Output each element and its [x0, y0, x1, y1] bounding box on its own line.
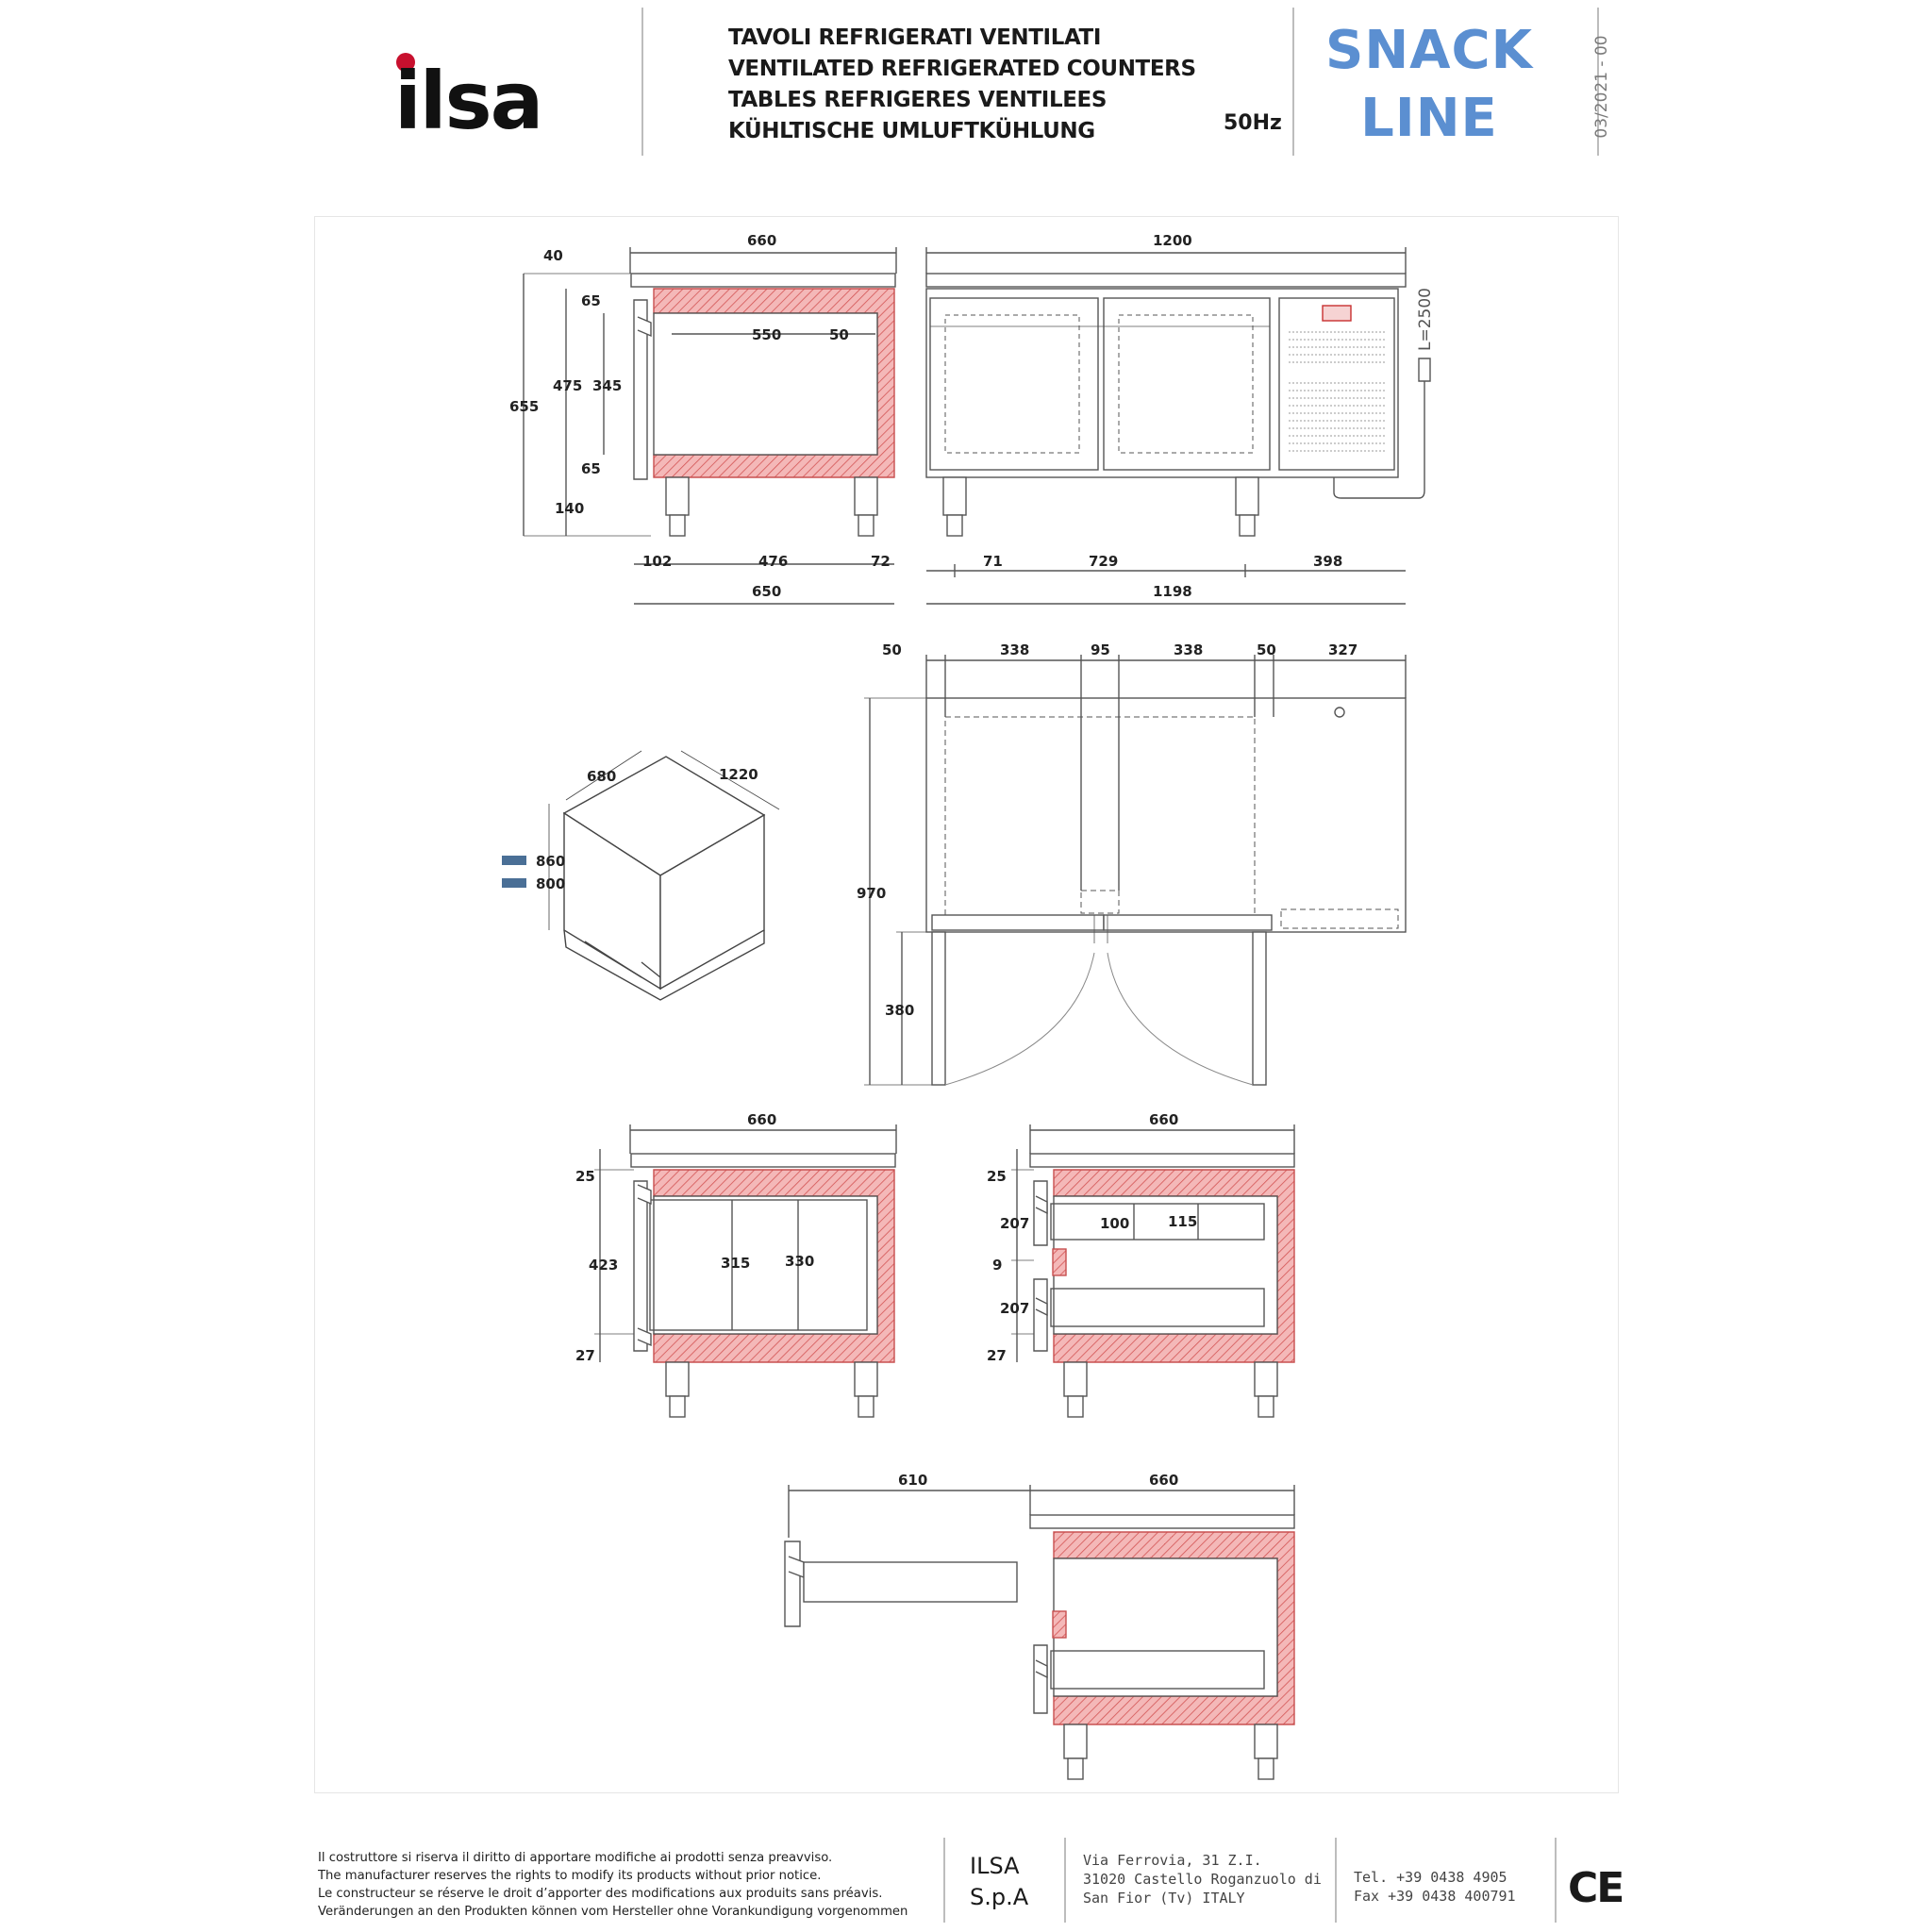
- address-line-1: Via Ferrovia, 31 Z.I.: [1083, 1852, 1262, 1869]
- sec-door-330: 330: [785, 1253, 814, 1270]
- sec-drw-207-bottom: 207: [1000, 1300, 1029, 1317]
- front-view: [925, 247, 1431, 605]
- dim-65-bottom: 65: [581, 460, 601, 477]
- sec-door-25: 25: [575, 1168, 595, 1185]
- dim-475: 475: [553, 377, 582, 394]
- legal-notice: Il costruttore si riserva il diritto di …: [318, 1849, 931, 1921]
- dim-650: 650: [752, 583, 781, 600]
- dim-40: 40: [543, 247, 563, 264]
- door-dim-338-left: 338: [1000, 641, 1029, 658]
- side-view: [523, 247, 897, 605]
- package-view: [548, 750, 780, 1001]
- pkg-height-860: 860: [536, 853, 565, 870]
- sec-drw-25: 25: [987, 1168, 1007, 1185]
- door-dim-95: 95: [1091, 641, 1110, 658]
- sec-drw-27: 27: [987, 1347, 1007, 1364]
- dim-345: 345: [592, 377, 622, 394]
- title-de: KÜHLTISCHE UMLUFTKÜHLUNG: [728, 119, 1095, 143]
- sec-drw-660: 660: [1149, 1111, 1178, 1128]
- legal-de: Veränderungen an den Produkten können vo…: [318, 1905, 908, 1919]
- dim-1200: 1200: [1153, 232, 1192, 249]
- dim-72: 72: [871, 553, 891, 570]
- footer-divider: [943, 1838, 945, 1923]
- pkg-width: 1220: [719, 766, 758, 783]
- dim-729: 729: [1089, 553, 1118, 570]
- legal-en: The manufacturer reserves the rights to …: [318, 1869, 822, 1883]
- dim-1198: 1198: [1153, 583, 1192, 600]
- company-line-1: ILSA: [970, 1853, 1020, 1879]
- address-line-2: 31020 Castello Roganzuolo di: [1083, 1871, 1322, 1888]
- dim-550: 550: [752, 326, 781, 343]
- dim-655: 655: [509, 398, 539, 415]
- pkg-height-swatch-2: [502, 878, 526, 888]
- dim-71: 71: [983, 553, 1003, 570]
- contact-fax: Fax +39 0438 400791: [1354, 1888, 1516, 1905]
- sec-drw-9: 9: [992, 1257, 1002, 1274]
- door-dim-50-left: 50: [882, 641, 902, 658]
- footer-divider: [1335, 1838, 1337, 1923]
- title-en: VENTILATED REFRIGERATED COUNTERS: [728, 57, 1196, 81]
- door-front-view: [864, 655, 1407, 1086]
- sec-drw-115: 115: [1168, 1213, 1197, 1230]
- brand-logo: ilsa: [394, 38, 574, 151]
- pkg-height-swatch-1: [502, 856, 526, 865]
- logo-dot: [396, 53, 415, 72]
- drawer-open-view: [784, 1485, 1295, 1780]
- dim-398: 398: [1313, 553, 1342, 570]
- section-drawers-view: [1011, 1124, 1295, 1418]
- footer-divider: [1555, 1838, 1557, 1923]
- address-line-3: San Fior (Tv) ITALY: [1083, 1890, 1245, 1907]
- product-titles: TAVOLI REFRIGERATI VENTILATI VENTILATED …: [728, 23, 1219, 147]
- sec-door-315: 315: [721, 1255, 750, 1272]
- sec-drw-100: 100: [1100, 1215, 1129, 1232]
- company-name: ILSA S.p.A: [970, 1851, 1028, 1913]
- sec-door-27: 27: [575, 1347, 595, 1364]
- header-divider: [641, 8, 643, 156]
- footer-divider: [1064, 1838, 1066, 1923]
- door-dim-338-right: 338: [1174, 641, 1203, 658]
- logo-text: ilsa: [394, 55, 541, 147]
- header-divider: [1597, 8, 1599, 156]
- legal-fr: Le constructeur se réserve le droit d’ap…: [318, 1887, 883, 1901]
- company-address: Via Ferrovia, 31 Z.I. 31020 Castello Rog…: [1083, 1851, 1322, 1907]
- dim-65-top: 65: [581, 292, 601, 309]
- door-dim-970: 970: [857, 885, 886, 902]
- frequency: 50Hz: [1224, 111, 1282, 135]
- door-dim-380: 380: [885, 1002, 914, 1019]
- dim-476: 476: [758, 553, 788, 570]
- cable-length: L=2500: [1416, 288, 1435, 351]
- ce-mark-icon: CE: [1568, 1864, 1624, 1912]
- sec-door-423: 423: [589, 1257, 618, 1274]
- section-door-view: [594, 1124, 897, 1418]
- sec-door-660: 660: [747, 1111, 776, 1128]
- line-name-2: LINE: [1360, 88, 1498, 149]
- title-it: TAVOLI REFRIGERATI VENTILATI: [728, 25, 1102, 50]
- title-fr: TABLES REFRIGERES VENTILEES: [728, 88, 1108, 112]
- company-contact: Tel. +39 0438 4905 Fax +39 0438 400791: [1354, 1868, 1516, 1906]
- pkg-depth: 680: [587, 768, 616, 785]
- ilsa-logo-icon: ilsa: [394, 53, 543, 147]
- dim-140: 140: [555, 500, 584, 517]
- drw-open-660: 660: [1149, 1472, 1178, 1489]
- dim-102: 102: [642, 553, 672, 570]
- contact-phone: Tel. +39 0438 4905: [1354, 1869, 1507, 1886]
- dim-50: 50: [829, 326, 849, 343]
- line-name-1: SNACK: [1324, 20, 1534, 81]
- pkg-height-800: 800: [536, 875, 565, 892]
- company-line-2: S.p.A: [970, 1884, 1029, 1910]
- legal-it: Il costruttore si riserva il diritto di …: [318, 1851, 833, 1865]
- door-dim-50-right: 50: [1257, 641, 1276, 658]
- drw-open-610: 610: [898, 1472, 927, 1489]
- door-dim-327: 327: [1328, 641, 1357, 658]
- drawing-frame: [314, 216, 1619, 1793]
- header-divider: [1292, 8, 1294, 156]
- dim-660: 660: [747, 232, 776, 249]
- sec-drw-207-top: 207: [1000, 1215, 1029, 1232]
